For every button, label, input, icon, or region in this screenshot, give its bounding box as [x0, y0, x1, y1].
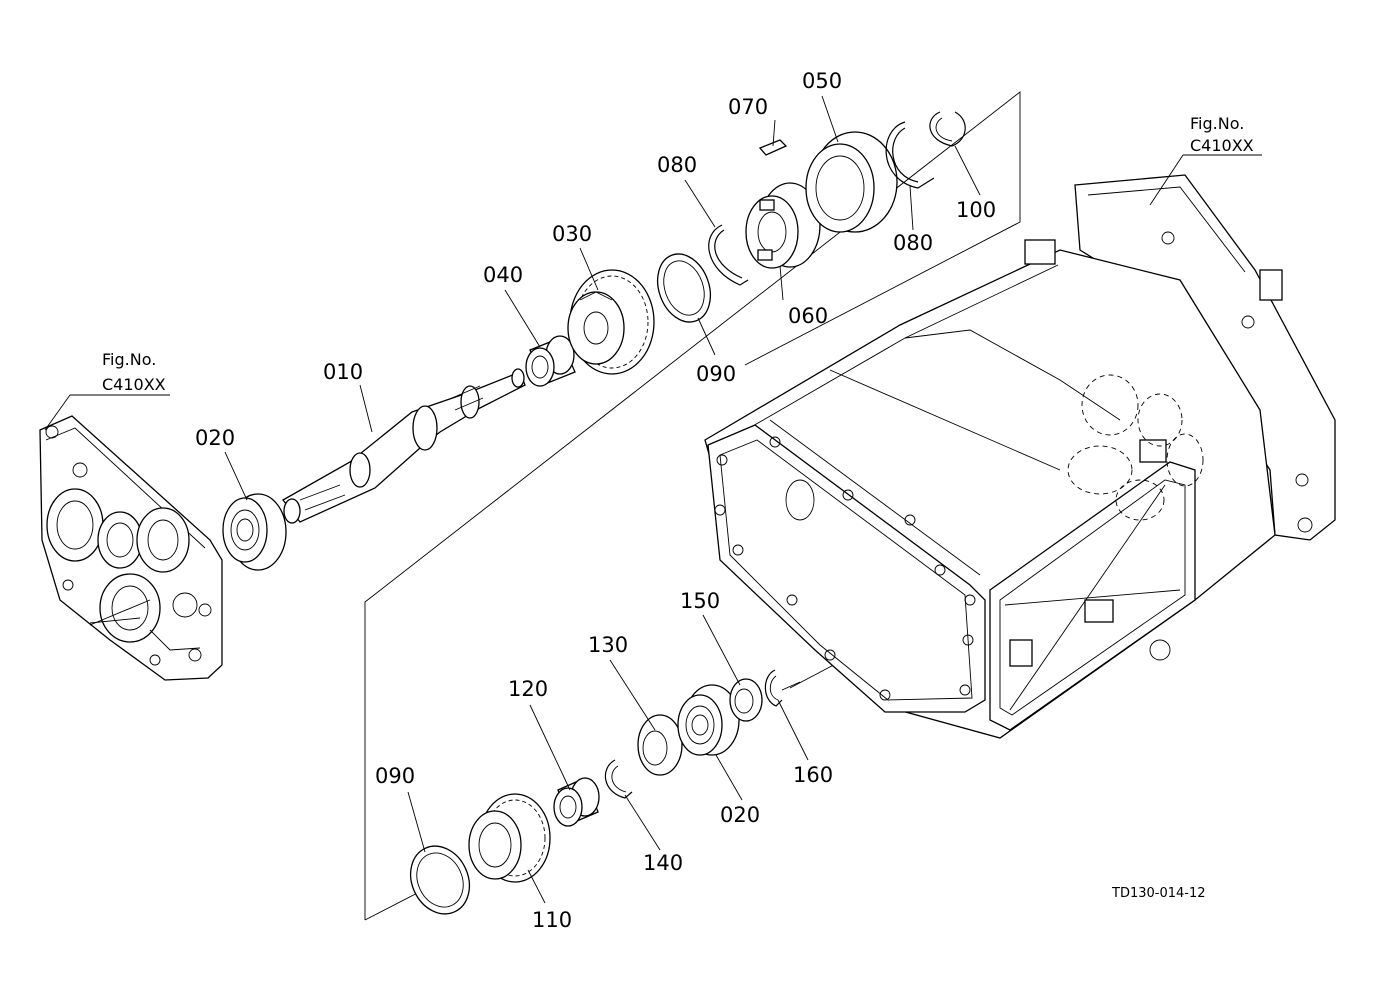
- part-labels: 010 020 030 040 050 060 070 080 080 090 …: [195, 69, 996, 932]
- label-090-upper: 090: [696, 362, 736, 386]
- part-100-circlip: [929, 111, 966, 147]
- fig-ref-left-line1: Fig.No.: [102, 350, 156, 369]
- label-030: 030: [552, 222, 592, 246]
- centerlines: [89, 599, 801, 691]
- part-140-snap-ring: [604, 759, 633, 799]
- part-130-collar: [637, 714, 683, 776]
- label-070: 070: [728, 95, 768, 119]
- label-080-right: 080: [893, 231, 933, 255]
- label-050: 050: [802, 69, 842, 93]
- part-050-sleeve: [805, 131, 898, 233]
- label-150: 150: [680, 589, 720, 613]
- part-040-needle-bearing: [525, 335, 576, 387]
- label-040: 040: [483, 263, 523, 287]
- fig-ref-left-line2: C410XX: [102, 375, 166, 394]
- part-090-ring-upper: [656, 253, 712, 323]
- part-080-snap-ring-left: [708, 224, 749, 286]
- left-cover-housing: [39, 415, 223, 681]
- label-090-lower: 090: [375, 764, 415, 788]
- part-110-gear: [468, 793, 551, 883]
- label-160: 160: [793, 763, 833, 787]
- label-020-upper: 020: [195, 426, 235, 450]
- part-150-washer: [729, 678, 763, 722]
- part-090-ring-lower: [409, 845, 471, 915]
- part-020-bearing-upper: [222, 493, 287, 571]
- label-130: 130: [588, 633, 628, 657]
- part-060-sync-hub: [745, 182, 821, 269]
- label-060: 060: [788, 304, 828, 328]
- label-100: 100: [956, 198, 996, 222]
- label-120: 120: [508, 677, 548, 701]
- part-010-main-shaft: [282, 368, 526, 524]
- label-140: 140: [643, 851, 683, 875]
- fig-ref-right-line2: C410XX: [1190, 136, 1254, 155]
- part-020-bearing-lower: [677, 684, 740, 756]
- figure-references: Fig.No. C410XX Fig.No. C410XX: [102, 114, 1254, 394]
- fig-ref-right-line1: Fig.No.: [1190, 114, 1244, 133]
- drawing-code: TD130-014-12: [1111, 886, 1206, 901]
- label-080-left: 080: [657, 153, 697, 177]
- part-160-circlip: [764, 669, 783, 707]
- label-020-lower: 020: [720, 803, 760, 827]
- label-010: 010: [323, 360, 363, 384]
- part-080-snap-ring-right: [885, 121, 935, 189]
- transmission-case: [704, 174, 1336, 739]
- part-120-needle-bearing: [553, 777, 600, 827]
- label-110: 110: [532, 908, 572, 932]
- part-030-gear: [567, 269, 655, 375]
- leader-lines: [44, 95, 1262, 904]
